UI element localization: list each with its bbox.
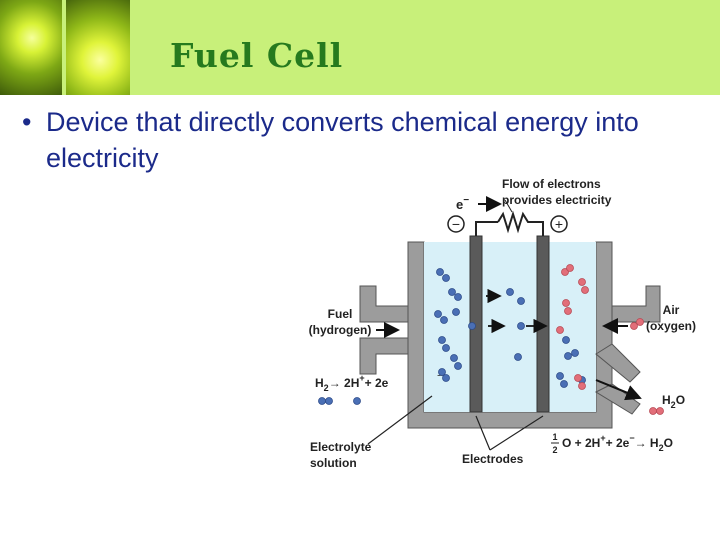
bullet-dot: •: [22, 107, 32, 137]
external-circuit: [475, 210, 544, 236]
fuel-label-line1: Fuel: [328, 307, 353, 321]
cathode-equation: O + 2H++ 2e−→ H2O: [562, 433, 673, 453]
electrolyte-pointer: [367, 395, 433, 445]
cell-container: [359, 241, 661, 429]
lightbulb-image-2: [66, 0, 130, 95]
hydrogen-molecules: [318, 268, 586, 405]
air-label-line1: Air: [663, 303, 680, 317]
plus-terminal-label: +: [555, 216, 563, 232]
plus-terminal-icon: [550, 215, 568, 233]
slide-title: Fuel Cell: [170, 36, 344, 75]
anode-equation: H2→ 2H++ 2e: [315, 373, 389, 393]
minus-terminal-label: −: [452, 216, 460, 232]
bullet-item: • Device that directly converts chemical…: [22, 104, 712, 176]
electrodes-pointer-left: [475, 415, 491, 451]
label-pointer-flow: [504, 199, 513, 213]
flow-label-line1: Flow of electrons: [502, 177, 601, 191]
electrodes-pointer-right: [489, 415, 544, 451]
lightbulb-image-1: [0, 0, 62, 95]
electron-label: e−: [456, 195, 469, 212]
header-band: [0, 0, 720, 95]
minus-terminal-icon: [447, 215, 465, 233]
bullet-text: Device that directly converts chemical e…: [46, 107, 639, 173]
flow-label-line2: provides electricity: [502, 193, 612, 207]
fraction-numerator: 1: [552, 432, 557, 442]
fuel-label-line2: (hydrogen): [309, 323, 372, 337]
electrolyte-label-line2: solution: [310, 456, 357, 470]
h2o-label: H2O: [662, 393, 685, 410]
anode-equation-electron-charge: −: [437, 370, 443, 382]
electrolyte-label-line1: Electrolyte: [310, 440, 372, 454]
cathode-electrode: [536, 235, 550, 413]
air-label-line2: (oxygen): [646, 319, 696, 333]
fraction-denominator: 2: [552, 445, 557, 455]
water-outlet-arrow: [595, 379, 642, 401]
electrodes-label: Electrodes: [462, 452, 524, 466]
oxygen-molecules: [556, 264, 664, 415]
